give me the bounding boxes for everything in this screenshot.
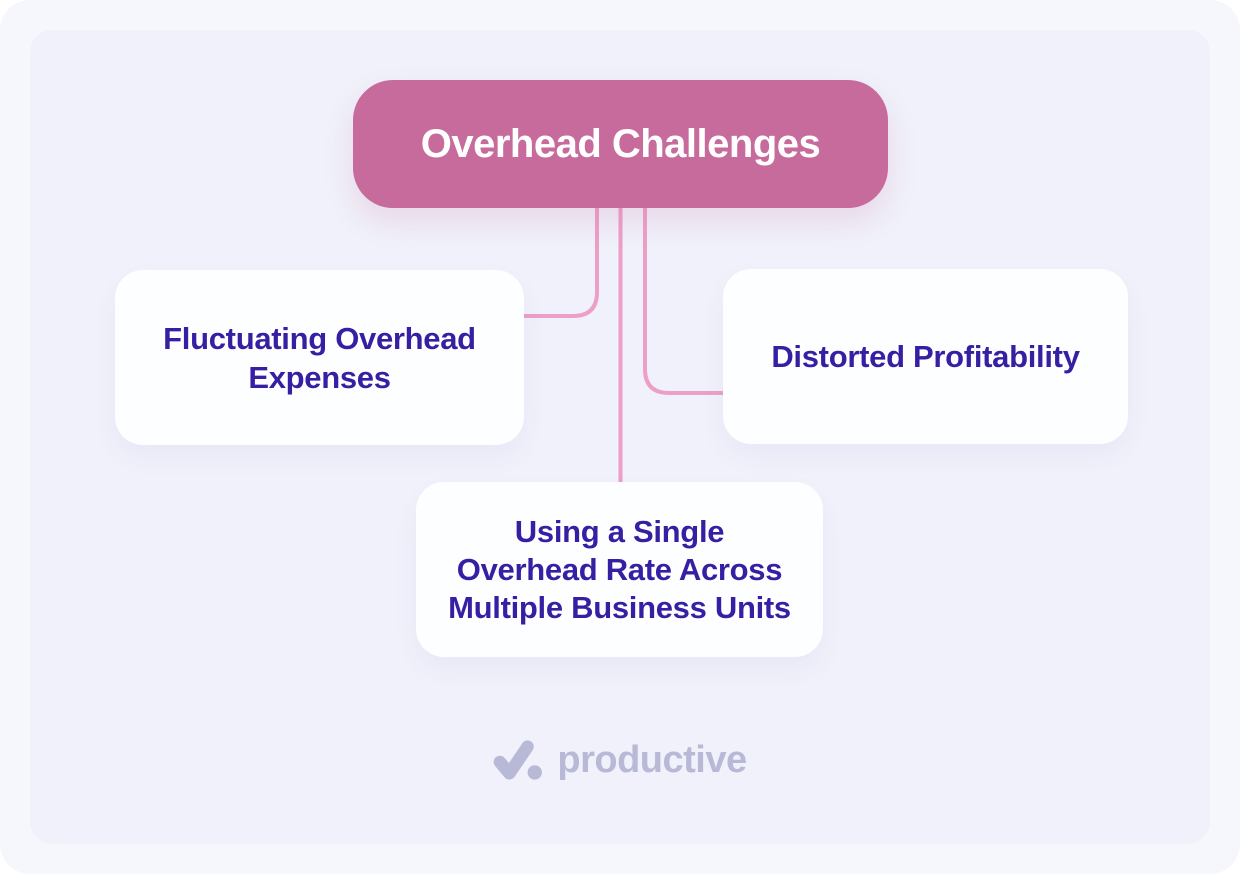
productive-logo: productive (0, 738, 1240, 782)
productive-wordmark: productive (557, 739, 747, 781)
node-label-line: Multiple Business Units (448, 589, 791, 625)
node-label-line: Expenses (248, 359, 391, 395)
node-overhead-challenges: Overhead Challenges (353, 80, 888, 208)
node-distorted-profitability: Distorted Profitability (723, 269, 1128, 444)
node-fluctuating-overhead-expenses: Fluctuating Overhead Expenses (115, 270, 524, 445)
root-node-label: Overhead Challenges (420, 121, 821, 166)
node-label-line: Fluctuating Overhead (163, 320, 476, 356)
node-label-line: Distorted Profitability (771, 339, 1080, 374)
node-label-line: Using a Single (514, 513, 725, 549)
productive-checkmark-icon (493, 740, 543, 780)
node-label-line: Overhead Rate Across (456, 551, 783, 587)
node-single-overhead-rate: Using a Single Overhead Rate Across Mult… (416, 482, 823, 657)
